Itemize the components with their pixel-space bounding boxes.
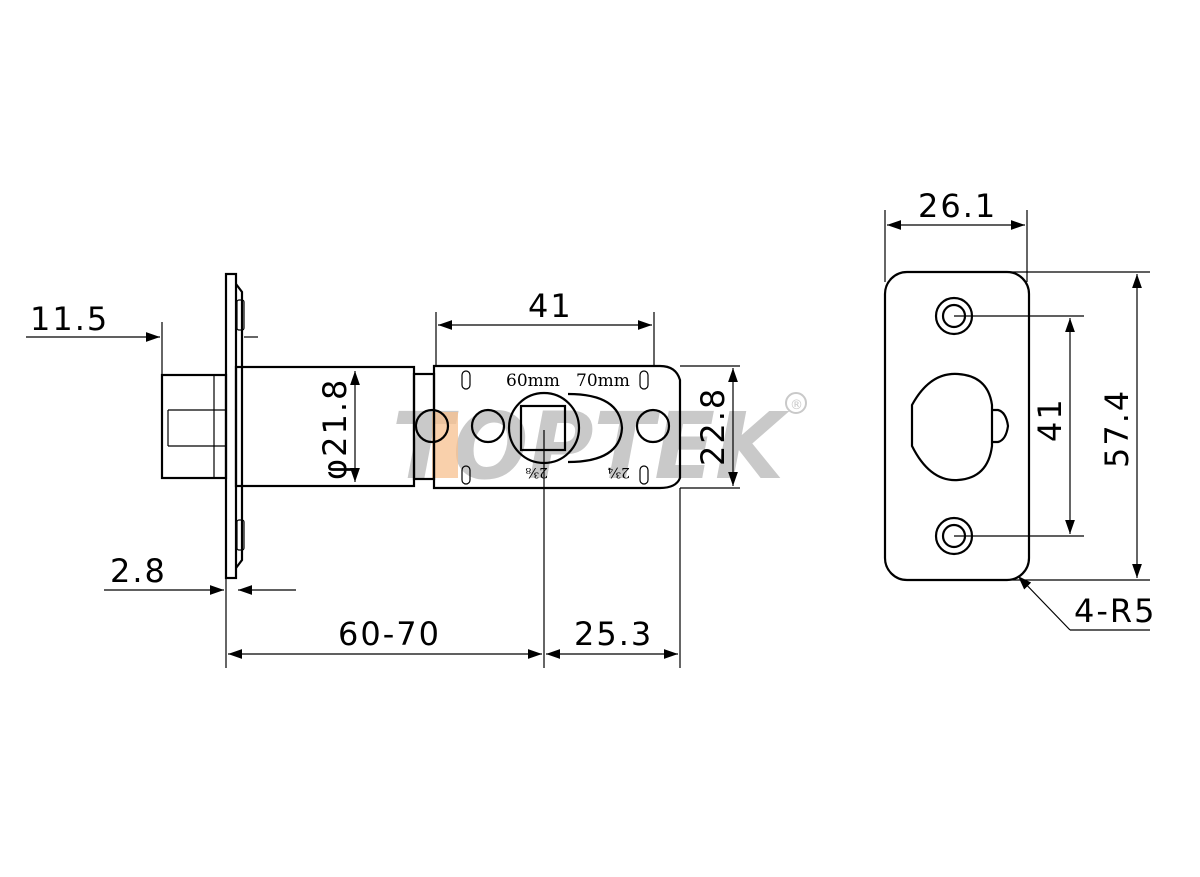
case-hole-1 xyxy=(414,408,450,444)
label-60mm: 60mm xyxy=(506,371,560,391)
slot-3 xyxy=(639,370,649,390)
strike-tab xyxy=(992,408,1010,444)
faceplate-tab-top xyxy=(236,299,245,331)
leader-4-r5 xyxy=(1017,575,1071,631)
dim-41-right: 41 xyxy=(1031,397,1069,442)
strike-dimensions: 26.1 41 57.4 4-R5 xyxy=(884,187,1157,631)
faceplate-tab-bottom xyxy=(236,519,245,551)
dim-25-3: 25.3 xyxy=(574,615,653,653)
strike-plate xyxy=(883,270,1031,582)
slot-4 xyxy=(639,465,649,485)
case-hole-2 xyxy=(470,408,506,444)
case-hole-3 xyxy=(635,408,671,444)
slot-2 xyxy=(461,465,471,485)
watermark-brand: TOPTEK xyxy=(392,393,790,500)
dim-22-8: 22.8 xyxy=(694,387,732,466)
spindle-square xyxy=(519,404,567,452)
latch-bolt xyxy=(160,373,228,480)
dim-60-70: 60-70 xyxy=(338,615,441,653)
slot-1 xyxy=(461,370,471,390)
latch-dimensions: 11.5 2.8 φ21.8 41 22.8 60-70 25.3 xyxy=(26,287,740,668)
dim-4-r5: 4-R5 xyxy=(1074,592,1157,630)
dim-21-8: φ21.8 xyxy=(316,378,354,480)
label-inch-234: 2¾ xyxy=(607,464,630,480)
label-inch-238: 2⅜ xyxy=(525,464,548,480)
watermark-accent xyxy=(432,412,458,478)
dim-2-8: 2.8 xyxy=(110,552,167,590)
latch-case xyxy=(432,364,682,490)
faceplate xyxy=(224,272,238,580)
cam-slot xyxy=(567,392,624,464)
dim-57-4: 57.4 xyxy=(1098,389,1136,468)
registered-mark-ring xyxy=(785,392,807,414)
strike-opening xyxy=(910,372,994,482)
watermark-registered: ® xyxy=(790,398,803,413)
watermark: TOPTEK ® xyxy=(392,392,807,500)
faceplate-edge xyxy=(235,283,244,569)
dim-26-1: 26.1 xyxy=(918,187,997,225)
dim-11-5: 11.5 xyxy=(30,300,109,338)
strike-plate-view xyxy=(883,270,1031,582)
label-70mm: 70mm xyxy=(576,371,630,391)
dim-41-top: 41 xyxy=(528,287,573,325)
